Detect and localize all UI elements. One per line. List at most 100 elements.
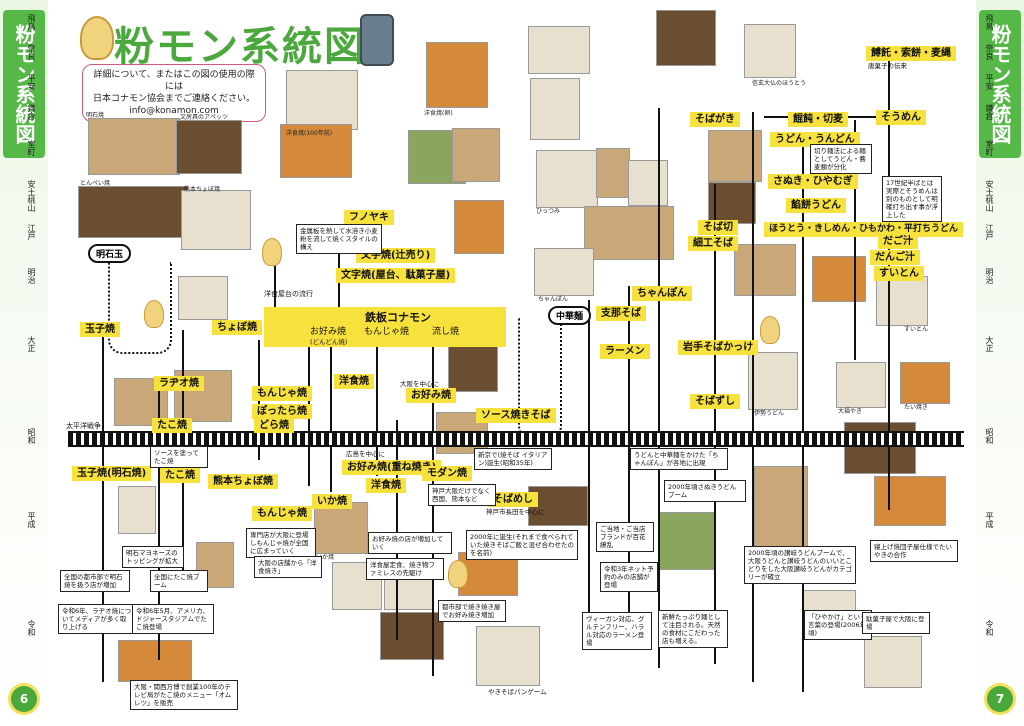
photo-okonomiyaki bbox=[426, 42, 488, 108]
can-mascot-icon bbox=[360, 14, 394, 66]
note-takoyaki-ginger: ソースを塗ってたこ焼 bbox=[150, 446, 208, 468]
era-label-left: 鎌倉 bbox=[27, 104, 36, 120]
label-kishimen: ほうとう・きしめん・ひもかわ・平打ちうどん bbox=[764, 222, 964, 237]
era-label-right: 平安 bbox=[985, 74, 994, 90]
contact-box: 詳細について、またはこの図の使用の際には 日本コナモン協会までご連絡ください。 … bbox=[82, 64, 266, 122]
caption-hikaru: ひっつみ bbox=[536, 208, 561, 215]
note-sanuki-boom: 2000年頃さぬきうどんブーム bbox=[664, 480, 746, 502]
era-label-left: 平安 bbox=[27, 74, 36, 90]
note-kiritan: 切り麺法による麺としてうどん・蕎麦類が分化 bbox=[810, 144, 872, 174]
label-champon: ちゃんぽん bbox=[632, 286, 692, 301]
line-nagashi bbox=[432, 346, 434, 676]
line-udon bbox=[752, 112, 754, 682]
teppan-band bbox=[264, 307, 506, 347]
label-ramen: ラーメン bbox=[600, 344, 650, 359]
photo-daifuku bbox=[836, 362, 886, 408]
caption-daifuku: 大福やき bbox=[838, 408, 863, 415]
note-osaka-kansai: 大阪・関西万博で創業100年のテレビ局がたこ焼のメニュー「オムレツ」を販売 bbox=[130, 680, 238, 710]
photo-chobo bbox=[178, 276, 228, 320]
label-suiton: すいとん bbox=[874, 266, 924, 281]
photo-hittsumi bbox=[536, 150, 598, 208]
photo-lemon bbox=[658, 512, 716, 570]
label-funoyaki: フノヤキ bbox=[344, 210, 394, 225]
photo-senbei bbox=[874, 476, 946, 526]
note-shoku: お好み焼の店が増加していく bbox=[368, 532, 452, 554]
era-label-left: 室町 bbox=[27, 140, 36, 156]
label-iwate: 岩手そばかっけ bbox=[678, 340, 759, 355]
photo-monja bbox=[380, 612, 444, 660]
note-yobai: 17世紀半ばとは実際とそうめんは別のものとして明確打ち出す事が浮上した bbox=[882, 176, 942, 222]
note-mentaiko: 明石マヨネーズのトッピングが拡大 bbox=[122, 546, 184, 568]
era-label-right: 明治 bbox=[985, 268, 994, 284]
era-label-right: 鎌倉 bbox=[985, 104, 994, 120]
photo-yakisoba bbox=[528, 486, 588, 526]
label-radioyaki: ラヂオ焼 bbox=[154, 376, 204, 391]
era-label-right: 江戸 bbox=[985, 224, 994, 240]
note-amerika: 令和6年5月、アメリカ、ドジャースタジアムでたこ焼登場 bbox=[132, 604, 214, 634]
caption-bunkobu: 文房具のアペッツ bbox=[180, 114, 229, 121]
photo-yakisoba-top bbox=[656, 10, 716, 66]
photo-dango bbox=[528, 26, 590, 74]
era-label-left: 江戸 bbox=[27, 224, 36, 240]
page-number-right: 7 bbox=[987, 686, 1013, 712]
label-sokumaku: 餺飥・索餅・麦縄 bbox=[866, 46, 956, 61]
era-label-left: 大正 bbox=[27, 336, 36, 352]
photo-akashiyaki bbox=[88, 118, 180, 175]
line-somen2 bbox=[854, 120, 856, 360]
label-okonomi-note: (どんどん焼) bbox=[310, 338, 348, 346]
note-gourmet: ご当地・ご当店ブランドが百花繚乱 bbox=[596, 522, 654, 552]
label-modanyaki: モダン焼 bbox=[422, 466, 472, 481]
note-monja: 専門店が大阪に登場しもんじゃ焼が全国に広まっていく bbox=[246, 528, 316, 558]
label-dorayaki: どら焼 bbox=[254, 418, 294, 433]
note-pudding: 大阪の店舗から「洋食焼き」 bbox=[254, 556, 322, 578]
era-label-right: 室町 bbox=[985, 140, 994, 156]
label-akashi: 明石玉 bbox=[88, 244, 132, 263]
page-title: 粉モン系統図 bbox=[114, 24, 366, 70]
line-yatai bbox=[274, 248, 276, 308]
note-funoyaki: 金属板を熱して水溶き小麦粉を流して焼くスタイルの構え bbox=[296, 224, 382, 254]
era-label-right: 奈良 bbox=[985, 44, 994, 60]
label-yoshoku: 洋食焼 bbox=[334, 374, 374, 389]
era-label-left: 安土桃山 bbox=[27, 180, 36, 212]
photo-ebi bbox=[754, 466, 808, 558]
photo-somen bbox=[876, 276, 928, 326]
era-label-left: 令和 bbox=[27, 620, 36, 636]
side-title-right: 粉モン系統図 bbox=[979, 10, 1021, 158]
label-mojiyaki-2: 文字焼(屋台、駄菓子屋) bbox=[336, 268, 456, 283]
mascot-mini-1 bbox=[262, 238, 282, 266]
photo-sobakiri bbox=[584, 206, 674, 260]
photo-tonpei bbox=[78, 186, 188, 238]
note-osaka: 大阪を中心に bbox=[400, 380, 439, 388]
label-sanuki: さぬき・ひやむぎ bbox=[768, 174, 858, 189]
caption-yoshoku-sen: 洋食焼(卵) bbox=[424, 110, 453, 117]
label-kumamoto: 熊本ちょぼ焼 bbox=[208, 474, 278, 489]
note-ryokan: 洋食屋定食、焼き物ファミレスの先駆け bbox=[366, 558, 444, 580]
mascot-mini-4 bbox=[448, 560, 468, 588]
label-tamagoyaki: 玉子焼 bbox=[80, 322, 120, 337]
photo-yoshokuyaki bbox=[280, 124, 352, 178]
note-hotaru: 全国の都市部で明石焼を扱う店が増加 bbox=[60, 570, 130, 592]
label-okonomi-kaisen: お好み焼 bbox=[406, 388, 456, 403]
label-teppan: 鉄板コナモン bbox=[365, 311, 431, 324]
contact-line-2: 日本コナモン協会までご連絡ください。 bbox=[92, 94, 255, 104]
caption-tonpei: とんぺい焼 bbox=[80, 180, 111, 187]
label-sobagaki: そばがき bbox=[690, 112, 740, 127]
line-champon bbox=[628, 286, 630, 626]
label-sobazushi: そばずし bbox=[690, 394, 740, 409]
label-kenan: 餛飩・切麦 bbox=[788, 112, 848, 127]
era-label-left: 昭和 bbox=[27, 428, 36, 444]
caption-kiritanpo: 信玄大仏のほうとう bbox=[752, 80, 807, 87]
label-dangojiru: だんご汁 bbox=[870, 250, 920, 265]
era-label-left: 飛鳥 bbox=[27, 14, 36, 30]
label-okonomi: お好み焼 bbox=[310, 327, 347, 337]
photo-champon bbox=[534, 248, 594, 296]
label-kangiri: 餡餅うどん bbox=[786, 198, 846, 213]
note-champon: うどんと中華麺をかけた「ちゃんぽん」が各地に出現 bbox=[630, 448, 728, 470]
line-takoyaki bbox=[158, 380, 160, 660]
photo-mayo bbox=[118, 486, 156, 534]
photo-shingen bbox=[744, 24, 796, 78]
mascot-mini-3 bbox=[760, 316, 780, 344]
label-ikayaki: いか焼 bbox=[312, 494, 352, 509]
photo-omurice bbox=[118, 640, 192, 682]
label-shinsen: 唐菓子の伝来 bbox=[868, 62, 907, 70]
